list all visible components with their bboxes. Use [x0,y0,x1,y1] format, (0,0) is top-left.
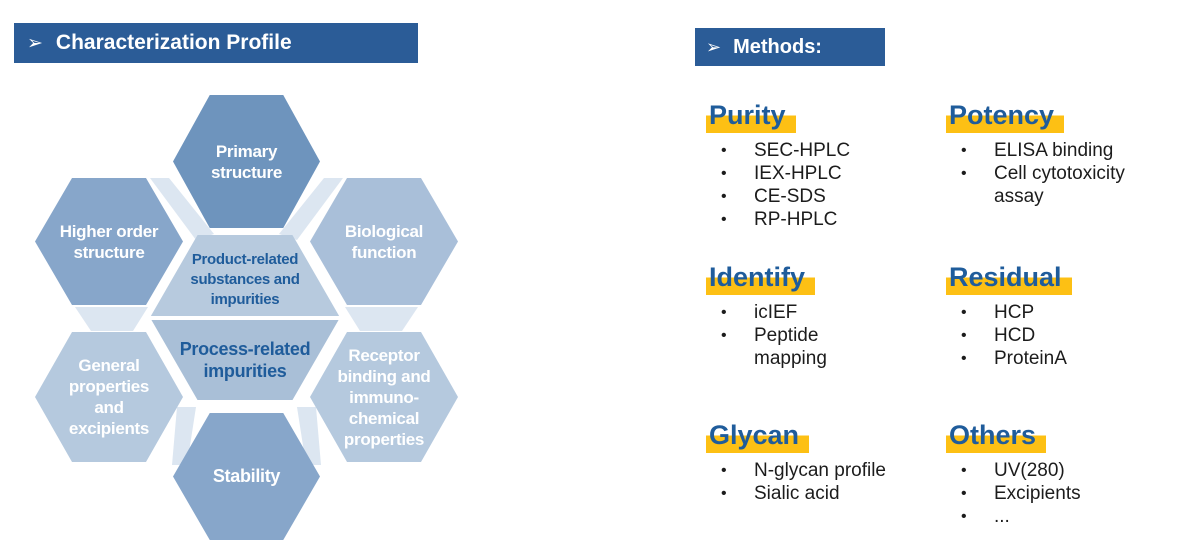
section-identify: Identify icIEFPeptide mapping [706,262,946,370]
method-item: Cell cytotoxicity assay [946,162,1186,208]
section-heading-identify: Identify [706,262,816,295]
pale-connector-layer [75,178,418,465]
method-item: SEC-HPLC [706,139,946,162]
characterization-title: Characterization Profile [55,31,292,54]
method-item: ELISA binding [946,139,1186,162]
methods-title-bar: ➢ Methods: [695,28,885,66]
section-heading-others: Others [946,420,1047,453]
method-item: Sialic acid [706,482,946,505]
method-item: UV(280) [946,459,1186,482]
glycan-list: N-glycan profileSialic acid [706,459,946,505]
method-item: ProteinA [946,347,1186,370]
section-heading-glycan: Glycan [706,420,810,453]
section-heading-potency: Potency [946,100,1065,133]
pale-connector-shape [75,307,148,331]
identify-list: icIEFPeptide mapping [706,301,946,370]
hexagon-higher-order-structure: Higher order structure [35,178,183,305]
section-purity: Purity SEC-HPLCIEX-HPLCCE-SDSRP-HPLC [706,100,946,231]
section-heading-residual: Residual [946,262,1072,295]
pale-connector-shape [297,407,321,465]
characterization-title-bar: ➢ Characterization Profile [14,23,418,63]
section-glycan: Glycan N-glycan profileSialic acid [706,420,946,505]
arrow-bullet-icon: ➢ [706,36,722,58]
method-item: HCP [946,301,1186,324]
method-item: icIEF [706,301,946,324]
method-item: IEX-HPLC [706,162,946,185]
section-potency: Potency ELISA bindingCell cytotoxicity a… [946,100,1186,208]
pale-connector-shape [150,178,214,240]
method-item: Excipients [946,482,1186,505]
method-item: ... [946,505,1186,528]
pale-connector-shape [345,307,418,331]
method-item: N-glycan profile [706,459,946,482]
method-item: HCD [946,324,1186,347]
characterization-diagram: Primary structure Higher order structure… [0,85,480,556]
section-residual: Residual HCPHCDProteinA [946,262,1186,370]
section-heading-purity: Purity [706,100,796,133]
arrow-bullet-icon: ➢ [27,32,43,54]
potency-list: ELISA bindingCell cytotoxicity assay [946,139,1186,208]
others-list: UV(280)Excipients... [946,459,1186,528]
residual-list: HCPHCDProteinA [946,301,1186,370]
purity-list: SEC-HPLCIEX-HPLCCE-SDSRP-HPLC [706,139,946,231]
section-others: Others UV(280)Excipients... [946,420,1186,528]
method-item: RP-HPLC [706,208,946,231]
pale-connector-shape [279,178,343,240]
pale-connector-shape [172,407,196,465]
center-divider [150,316,340,320]
methods-title: Methods: [733,35,822,58]
method-item: CE-SDS [706,185,946,208]
method-item: Peptide mapping [706,324,946,370]
